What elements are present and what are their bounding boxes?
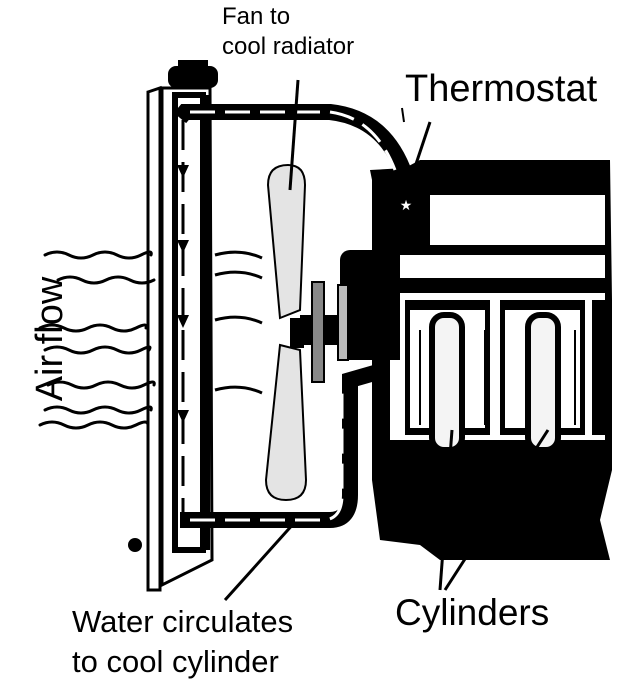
- cylinder-2: [525, 312, 561, 453]
- leader-cylinder-1: [438, 429, 454, 591]
- fan-label: Fan to cool radiator: [222, 2, 354, 62]
- thermostat: ★: [385, 185, 427, 233]
- shroud-flow-marks: [214, 250, 263, 395]
- radiator-cap: [168, 66, 218, 88]
- cooling-fan: [264, 163, 308, 502]
- fan-blade-lower: [264, 343, 308, 502]
- cylinders-label: Cylinders: [395, 592, 550, 633]
- water-label: Water circulates to cool cylinder: [72, 602, 293, 682]
- water-label-line-1: Water circulates: [72, 604, 294, 639]
- thermostat-label: Thermostat: [405, 68, 598, 110]
- leader-thermostat: [406, 121, 432, 189]
- water-pump: [300, 250, 390, 383]
- air-flow-lines: [38, 250, 156, 430]
- cylinder-1: [429, 312, 465, 453]
- leader-water: [223, 520, 297, 602]
- fan-blade-upper: [266, 163, 307, 320]
- svg-text:★: ★: [400, 198, 413, 214]
- air-flow-label: Air flow: [29, 276, 71, 402]
- drain-plug: [128, 538, 142, 552]
- water-label-line-2: to cool cylinder: [72, 644, 279, 679]
- callout-leaders: [223, 79, 550, 602]
- leader-fan: [288, 79, 300, 191]
- leader-cylinder-2: [443, 429, 550, 591]
- fan-label-line-1: Fan to: [222, 3, 291, 30]
- radiator: [128, 60, 218, 592]
- cylinder-bank: [405, 300, 610, 453]
- fan-label-line-2: cool radiator: [222, 33, 355, 60]
